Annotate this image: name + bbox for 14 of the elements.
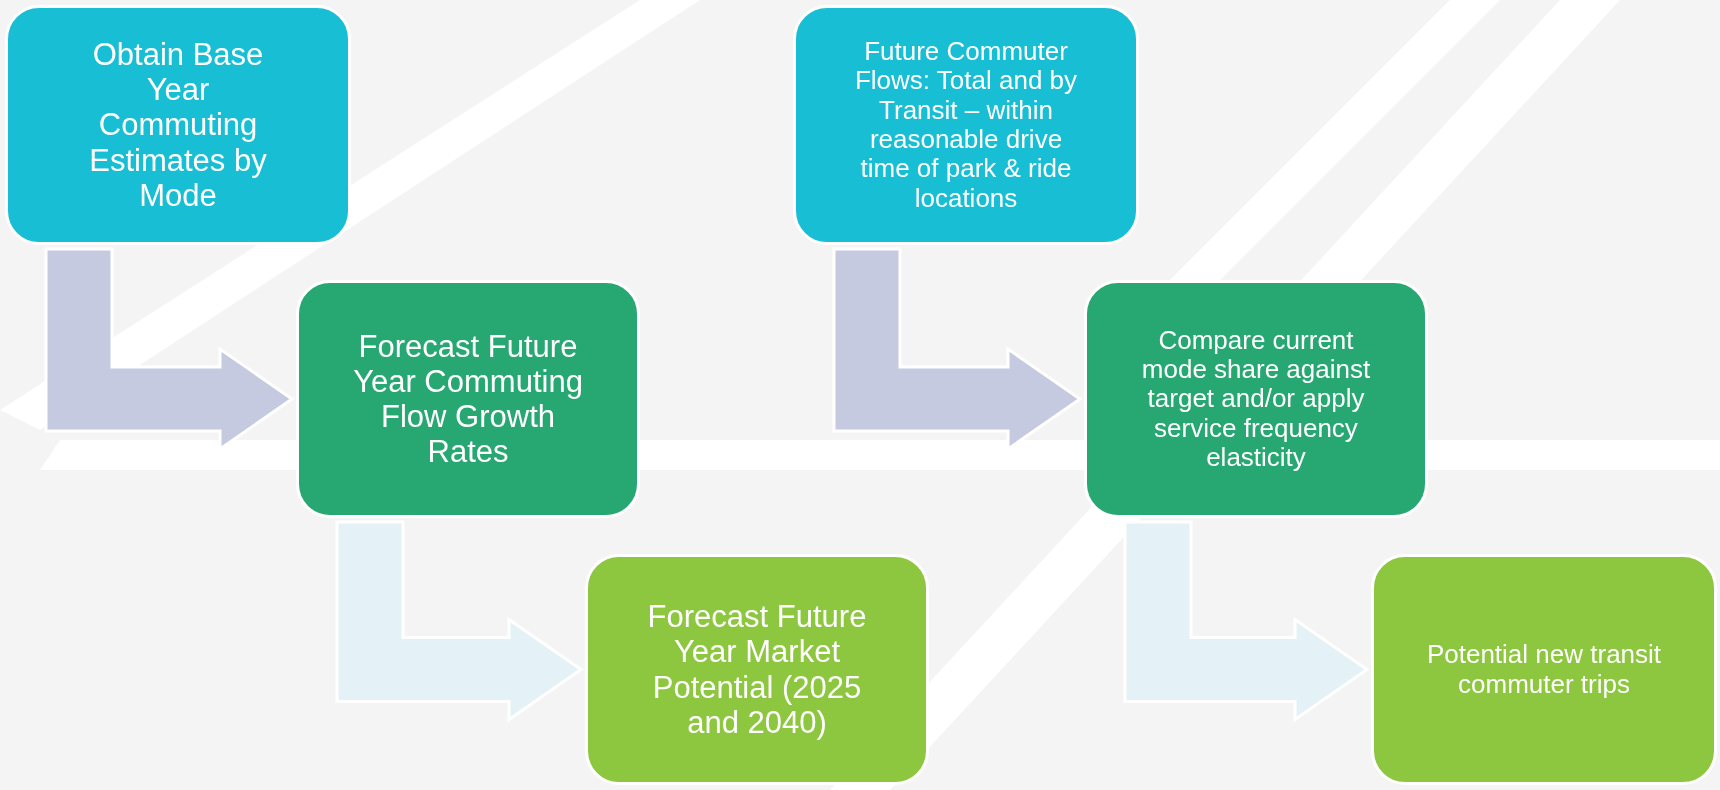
- step-label: Compare current mode share against target and/or apply service frequency elasticity: [1140, 325, 1372, 473]
- block-arrow: [335, 520, 584, 723]
- block-arrow: [1123, 520, 1370, 723]
- step-label: Potential new transit commuter trips: [1425, 640, 1663, 699]
- step-label: Future Commuter Flows: Total and by Transit – within reasonable drive time of park & ride locations: [853, 36, 1079, 214]
- process-box: [1371, 554, 1717, 785]
- process-box: [296, 280, 640, 518]
- process-box: [585, 554, 929, 785]
- step-label: Forecast Future Year Commuting Flow Growth Rates: [352, 328, 584, 470]
- process-box: [5, 5, 351, 245]
- process-box: [793, 5, 1139, 245]
- process-box: [1084, 280, 1428, 518]
- step-label: Forecast Future Year Market Potential (2025 and 2040): [646, 599, 868, 740]
- step-label: Obtain Base Year Commuting Estimates by Mode: [88, 37, 268, 213]
